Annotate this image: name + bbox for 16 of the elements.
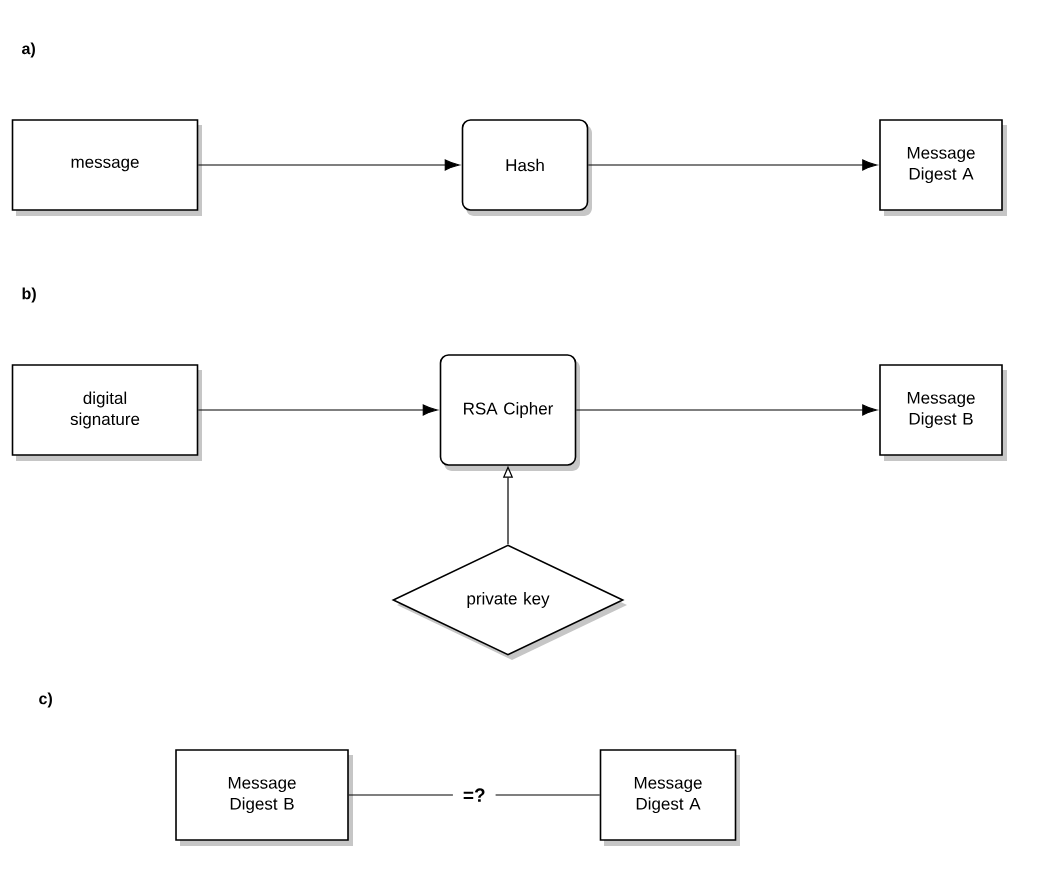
panel-label: a) [22,42,35,58]
process-box: message [11,119,202,216]
arrow [197,404,438,416]
panel-label: b) [22,287,36,303]
process-box: digital signature [11,364,202,461]
panel-label: c) [39,692,52,708]
process-box: Message Digest B [879,364,1007,461]
rounded-process-box: Hash [461,119,592,216]
arrow [575,404,878,416]
arrow [197,159,460,171]
process-box: Message Digest A [599,749,740,846]
edge-label: =? [452,785,496,805]
process-box: Message Digest B [175,749,353,846]
arrow [587,159,878,171]
rounded-process-box: RSA Cipher [439,354,580,471]
process-box: Message Digest A [879,119,1007,216]
